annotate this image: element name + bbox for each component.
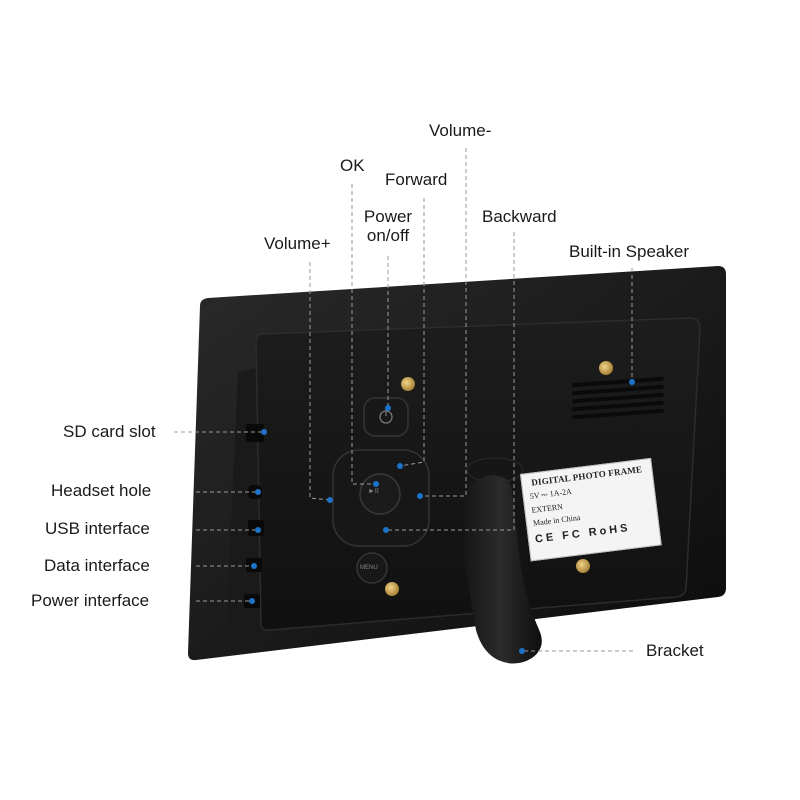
- screw-bottom-left: [385, 582, 399, 596]
- label-forward: Forward: [385, 170, 448, 189]
- marker-headset: [255, 489, 261, 495]
- screw-bottom-right: [576, 559, 590, 573]
- stand-bracket: [460, 475, 542, 664]
- marker-backward: [383, 527, 389, 533]
- product-label-sticker: DIGITAL PHOTO FRAME 5V ⎓ 1A-2A EXTERN Ma…: [520, 457, 662, 562]
- power-button: [363, 397, 409, 437]
- screw-top-left: [401, 377, 415, 391]
- speaker-grille: [572, 376, 664, 420]
- play-pause-glyph: ►II: [368, 488, 379, 495]
- label-backward: Backward: [482, 207, 557, 226]
- ok-button: [359, 473, 401, 515]
- sd-card-port: [246, 424, 264, 442]
- label-power-line2: on/off: [366, 226, 410, 245]
- leader-lines: [174, 148, 636, 652]
- label-volume-plus: Volume+: [264, 234, 331, 253]
- marker-bracket: [519, 648, 525, 654]
- label-headset-hole: Headset hole: [51, 481, 152, 500]
- menu-button: [356, 552, 388, 584]
- label-sd-card-slot: SD card slot: [63, 422, 156, 441]
- marker-data: [251, 563, 257, 569]
- label-volume-minus: Volume-: [429, 121, 492, 140]
- marker-volume-minus: [417, 493, 423, 499]
- label-builtin-speaker: Built-in Speaker: [569, 242, 690, 261]
- label-bracket: Bracket: [646, 641, 704, 660]
- label-power: Power on/off: [356, 207, 420, 245]
- label-usb-interface: USB interface: [45, 519, 150, 538]
- marker-speaker: [629, 379, 635, 385]
- marker-sd-card: [261, 429, 267, 435]
- marker-forward: [397, 463, 403, 469]
- marker-dots: [249, 379, 635, 654]
- screw-top-right: [599, 361, 613, 375]
- marker-ok: [373, 481, 379, 487]
- menu-button-label: MENU: [360, 565, 378, 571]
- label-power-interface: Power interface: [31, 591, 150, 610]
- marker-power-interface: [249, 598, 255, 604]
- label-power-line1: Power: [363, 207, 413, 226]
- marker-usb: [255, 527, 261, 533]
- marker-power: [385, 405, 391, 411]
- label-ok: OK: [340, 156, 365, 175]
- label-data-interface: Data interface: [44, 556, 150, 575]
- marker-volume-plus: [327, 497, 333, 503]
